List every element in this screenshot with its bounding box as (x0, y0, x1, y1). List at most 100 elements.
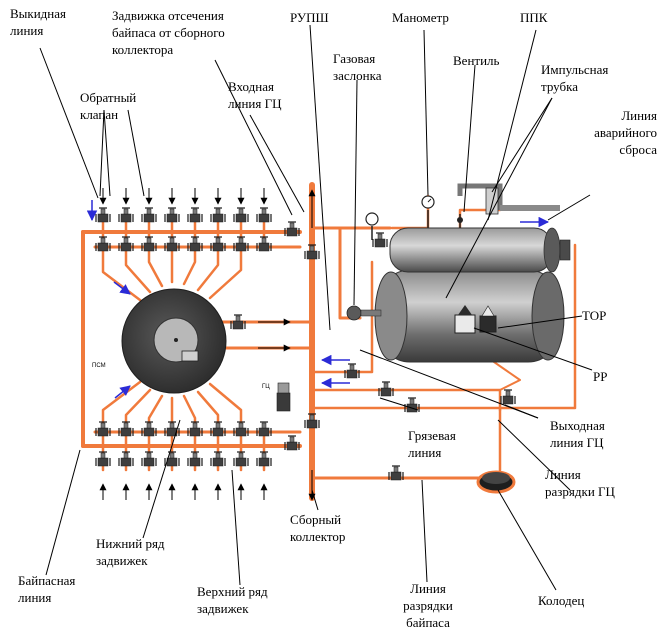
psm-label: ПСМ (92, 363, 106, 369)
label-line: Газовая (333, 51, 375, 66)
label-line: ТОР (582, 308, 606, 323)
gate-valve-icon (118, 451, 134, 467)
label-gazovaya-zaslonka: Газовая заслонка (333, 51, 382, 83)
label-line: линия (408, 445, 441, 460)
label-line: Линия (410, 581, 446, 596)
label-line: Колодец (538, 593, 584, 608)
label-line: Импульсная (541, 62, 608, 77)
distribution-drum (121, 288, 227, 394)
label-vykidnaya: Выкидная линия (10, 6, 66, 38)
gate-valve-icon (304, 413, 320, 429)
label-line: Выходная (550, 418, 605, 433)
label-manometr: Манометр (392, 10, 449, 25)
label-nizhny-ryad: Нижний ряд задвижек (96, 536, 165, 568)
label-line: разрядки (403, 598, 453, 613)
emergency-relief-pipe (457, 183, 560, 215)
gate-valve-icon (187, 451, 203, 467)
gate-valve-icon (230, 314, 246, 330)
gate-valve-icon (284, 221, 300, 237)
gate-valve-icon (187, 207, 203, 223)
labels: Выкидная линия Задвижка отсечения байпаса о… (10, 6, 657, 630)
leader-lines (39, 24, 593, 591)
gas-flap (346, 305, 382, 321)
label-obratny-klapan: Обратный клапан (80, 90, 136, 122)
label-line: аварийного (594, 125, 657, 140)
gate-valve-icon (141, 451, 157, 467)
gate-valve-icon (118, 236, 134, 252)
gate-valve-icon (233, 451, 249, 467)
label-line: байпаса от сборного (112, 25, 225, 40)
gate-valve-icon (95, 451, 111, 467)
pressure-gauge-2-icon (365, 212, 379, 240)
bypass-flow-arrows (86, 200, 550, 399)
gate-valve-icon (164, 236, 180, 252)
gate-valve-icon (95, 236, 111, 252)
valves (95, 207, 516, 481)
label-line: задвижек (96, 553, 148, 568)
gate-valve-icon (95, 207, 111, 223)
gate-valve-icon (164, 451, 180, 467)
gate-valve-icon (256, 451, 272, 467)
label-line: линия ГЦ (228, 96, 282, 111)
pressure-gauge-icon (421, 195, 435, 228)
well-pit-icon (476, 470, 516, 494)
label-line: Манометр (392, 10, 449, 25)
gate-valve-icon (164, 421, 180, 437)
label-line: Обратный (80, 90, 136, 105)
label-liniya-razryadki-gts: Линия разрядки ГЦ (545, 467, 616, 499)
label-tor: ТОР (582, 308, 606, 323)
label-line: разрядки ГЦ (545, 484, 616, 499)
label-line: коллектора (112, 42, 173, 57)
gate-valve-icon (233, 421, 249, 437)
label-line: Линия (545, 467, 581, 482)
gate-valve-icon (210, 207, 226, 223)
gate-valve-icon (141, 421, 157, 437)
gate-valve-icon (284, 435, 300, 451)
label-zadvizhka-otsecheniya: Задвижка отсечения байпаса от сборного кол… (112, 8, 225, 57)
gate-valve-icon (164, 207, 180, 223)
label-line: задвижек (197, 601, 249, 616)
label-kolodets: Колодец (538, 593, 584, 608)
gate-valve-icon (210, 421, 226, 437)
label-rr: РР (593, 369, 607, 384)
label-line: Нижний ряд (96, 536, 165, 551)
label-ppk: ППК (520, 10, 548, 25)
flow-arrows (99, 188, 316, 501)
gate-valve-icon (187, 236, 203, 252)
gate-valve-icon (187, 421, 203, 437)
gate-valve-icon (388, 465, 404, 481)
gate-valve-icon (210, 451, 226, 467)
gts-pump-icon (276, 382, 291, 412)
label-line: линия (10, 23, 43, 38)
label-line: заслонка (333, 68, 382, 83)
label-line: Выкидная (10, 6, 66, 21)
label-ventil: Вентиль (453, 53, 500, 68)
label-verkhny-ryad: Верхний ряд задвижек (197, 584, 268, 616)
gate-valve-icon (256, 236, 272, 252)
label-impulsnaya-trubka: Импульсная трубка (541, 62, 608, 94)
label-line: РР (593, 369, 607, 384)
gate-valve-icon (118, 421, 134, 437)
label-line: Верхний ряд (197, 584, 268, 599)
label-line: Линия (621, 108, 657, 123)
label-line: Вентиль (453, 53, 500, 68)
gate-valve-icon (233, 236, 249, 252)
gate-valve-icon (344, 363, 360, 379)
valve-ventil-icon (457, 214, 463, 228)
label-vykhodnaya-gts: Выходная линия ГЦ (550, 418, 605, 450)
gate-valve-icon (141, 236, 157, 252)
gate-valve-icon (378, 381, 394, 397)
label-line: Задвижка отсечения (112, 8, 224, 23)
label-line: РУПШ (290, 10, 329, 25)
label-line: линия ГЦ (550, 435, 604, 450)
label-line: клапан (80, 107, 118, 122)
gate-valve-icon (256, 207, 272, 223)
label-line: трубка (541, 79, 578, 94)
